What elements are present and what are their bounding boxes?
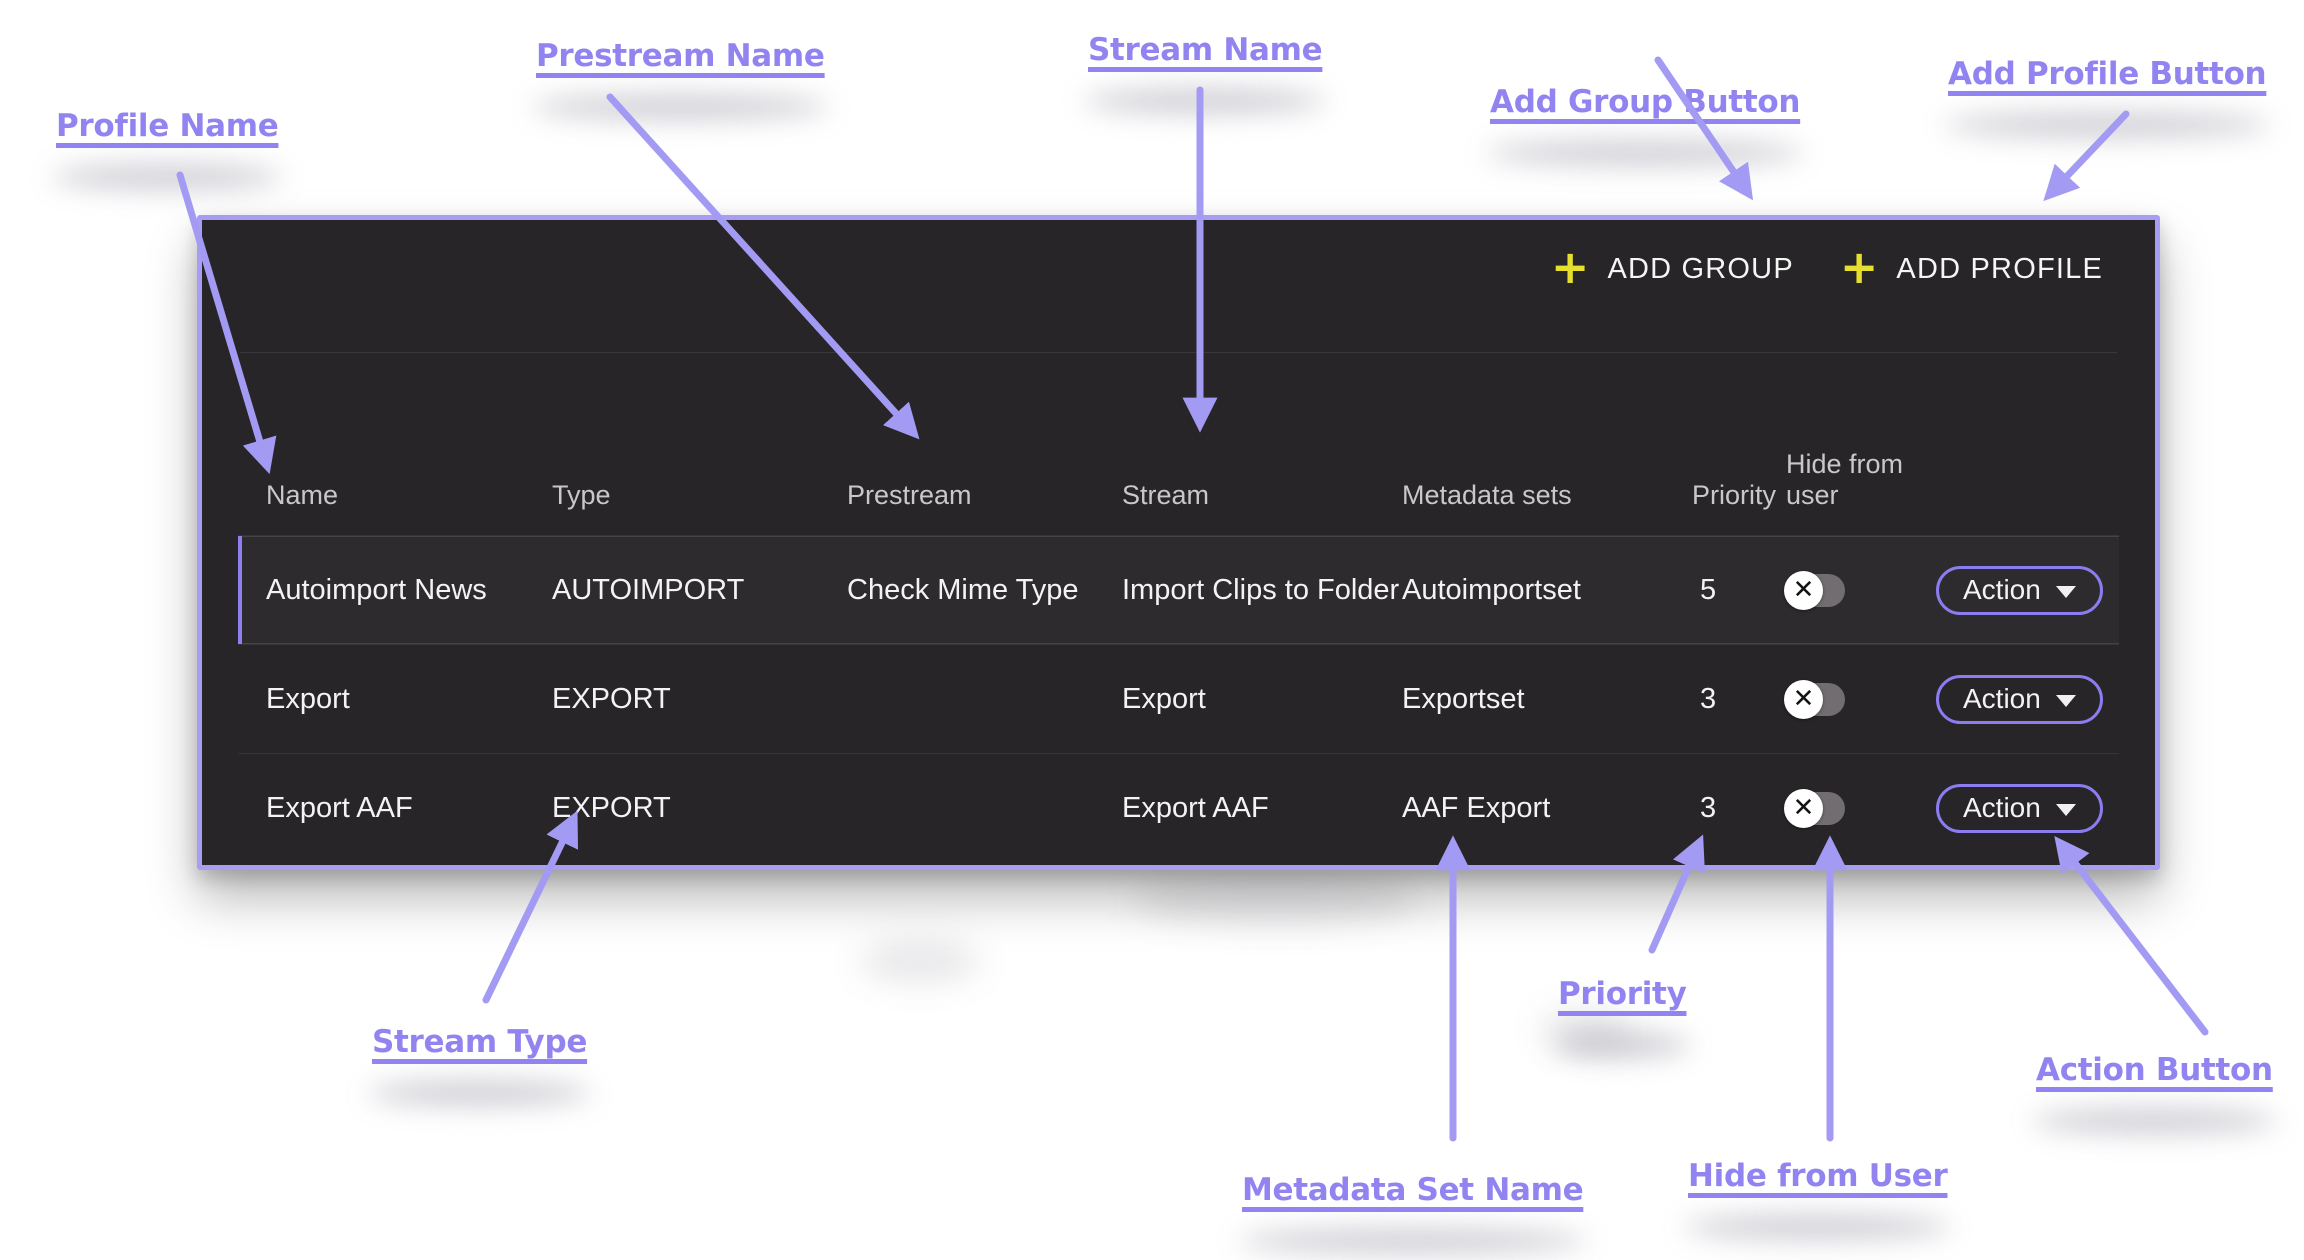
action-button-label: Action — [1963, 574, 2041, 606]
hide-from-user-toggle[interactable]: ✕ — [1786, 574, 1845, 607]
add-group-button[interactable]: + ADD GROUP — [1551, 248, 1794, 290]
cell-priority: 5 — [1692, 574, 1774, 607]
action-button-label: Action — [1963, 792, 2041, 824]
cell-hide-from-user: ✕ — [1774, 792, 1936, 825]
toggle-x-icon: ✕ — [1793, 575, 1815, 605]
action-button[interactable]: Action — [1936, 784, 2103, 833]
cell-metadata-sets: Autoimportset — [1402, 574, 1692, 607]
toggle-knob: ✕ — [1784, 680, 1823, 719]
toggle-knob: ✕ — [1784, 789, 1823, 828]
toggle-x-icon: ✕ — [1793, 793, 1815, 823]
table-row[interactable]: Export AAF EXPORT Export AAF AAF Export … — [238, 753, 2119, 862]
table-header: Name Type Prestream Stream Metadata sets… — [238, 353, 2119, 535]
hide-from-user-toggle[interactable]: ✕ — [1786, 792, 1845, 825]
profiles-table: Name Type Prestream Stream Metadata sets… — [238, 353, 2119, 862]
cell-type: EXPORT — [552, 683, 847, 716]
cell-action: Action — [1936, 566, 2103, 615]
annotation-action-button: Action Button — [2036, 1052, 2273, 1088]
arrow-action-button — [2062, 846, 2205, 1032]
header-cell-prestream: Prestream — [847, 480, 1122, 511]
cell-name: Autoimport News — [266, 574, 552, 607]
cell-action: Action — [1936, 675, 2103, 724]
plus-icon: + — [1840, 244, 1879, 290]
cell-name: Export — [266, 683, 552, 716]
add-group-label: ADD GROUP — [1607, 253, 1793, 286]
header-cell-hide-from-user: Hide from user — [1774, 449, 1936, 511]
add-profile-label: ADD PROFILE — [1896, 253, 2103, 286]
annotation-stream-type: Stream Type — [372, 1024, 587, 1060]
table-row[interactable]: Export EXPORT Export Exportset 3 ✕ Actio… — [238, 644, 2119, 753]
annotation-metadata-set: Metadata Set Name — [1242, 1172, 1583, 1208]
header-cell-stream: Stream — [1122, 480, 1402, 511]
annotation-stream-name: Stream Name — [1088, 32, 1322, 68]
cell-type: AUTOIMPORT — [552, 574, 847, 607]
header-cell-name: Name — [266, 480, 552, 511]
annotation-hide-from-user: Hide from User — [1688, 1158, 1947, 1194]
action-button-label: Action — [1963, 683, 2041, 715]
plus-icon: + — [1551, 244, 1590, 290]
annotation-add-group: Add Group Button — [1490, 84, 1800, 120]
hide-from-user-toggle[interactable]: ✕ — [1786, 683, 1845, 716]
add-profile-button[interactable]: + ADD PROFILE — [1840, 248, 2103, 290]
cell-name: Export AAF — [266, 792, 552, 825]
annotation-profile-name: Profile Name — [56, 108, 278, 144]
cell-metadata-sets: AAF Export — [1402, 792, 1692, 825]
annotation-priority: Priority — [1558, 976, 1686, 1012]
caret-down-icon — [2056, 804, 2076, 816]
profiles-panel: + ADD GROUP + ADD PROFILE Name Type Pres… — [197, 215, 2160, 870]
cell-stream: Export AAF — [1122, 792, 1402, 825]
header-cell-metadata-sets: Metadata sets — [1402, 480, 1692, 511]
cell-hide-from-user: ✕ — [1774, 683, 1936, 716]
action-button[interactable]: Action — [1936, 675, 2103, 724]
cell-type: EXPORT — [552, 792, 847, 825]
caret-down-icon — [2056, 695, 2076, 707]
cell-stream: Import Clips to Folder — [1122, 574, 1402, 607]
toggle-knob: ✕ — [1784, 571, 1823, 610]
arrow-add-group — [1658, 60, 1746, 190]
background-blur-blob — [860, 940, 980, 982]
action-button[interactable]: Action — [1936, 566, 2103, 615]
cell-priority: 3 — [1692, 792, 1774, 825]
cell-action: Action — [1936, 784, 2103, 833]
background-blur-blob — [1130, 876, 1420, 924]
annotation-add-profile: Add Profile Button — [1948, 56, 2266, 92]
caret-down-icon — [2056, 586, 2076, 598]
cell-priority: 3 — [1692, 683, 1774, 716]
cell-hide-from-user: ✕ — [1774, 574, 1936, 607]
table-row[interactable]: Autoimport News AUTOIMPORT Check Mime Ty… — [238, 535, 2119, 644]
annotation-prestream-name: Prestream Name — [536, 38, 825, 74]
cell-stream: Export — [1122, 683, 1402, 716]
cell-metadata-sets: Exportset — [1402, 683, 1692, 716]
panel-toolbar: + ADD GROUP + ADD PROFILE — [202, 220, 2155, 352]
toggle-x-icon: ✕ — [1793, 684, 1815, 714]
header-cell-priority: Priority — [1692, 480, 1774, 511]
header-cell-type: Type — [552, 480, 847, 511]
cell-prestream: Check Mime Type — [847, 574, 1122, 607]
